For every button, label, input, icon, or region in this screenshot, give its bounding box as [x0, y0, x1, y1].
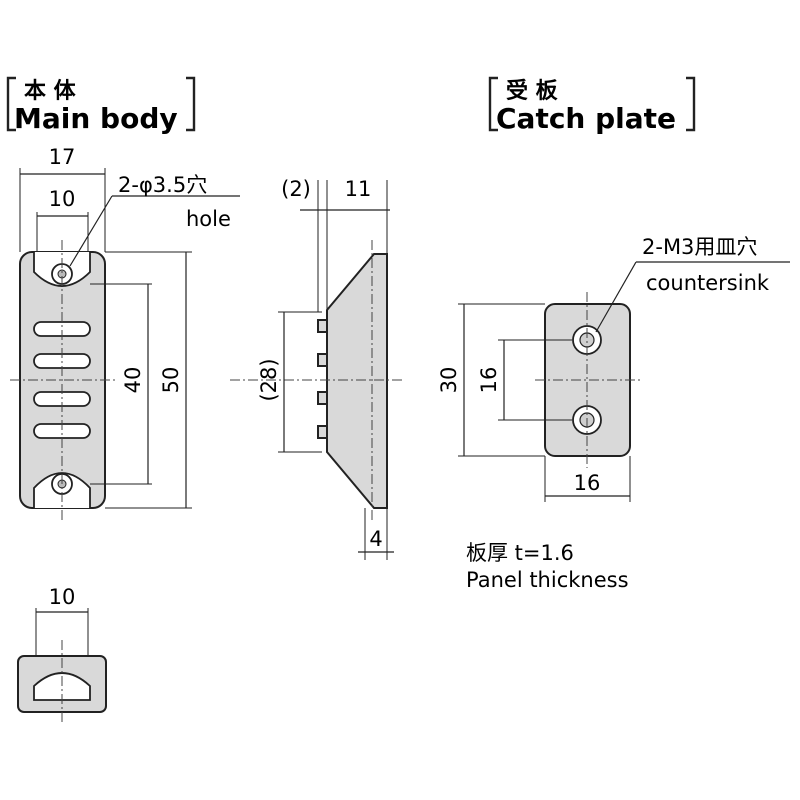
main-body-title-en: Main body [14, 102, 178, 135]
catch-plate-view: 2-M3用皿穴 countersink 30 16 16 板厚 t=1.6 Pa… [437, 235, 790, 592]
dim-bottom-width-label: 10 [49, 585, 76, 609]
pin-1 [317, 319, 328, 333]
countersink-note-line2: countersink [646, 271, 770, 295]
main-body-front-view: 17 10 2-φ3.5穴 hole 40 [10, 145, 240, 520]
catch-plate-title-en: Catch plate [496, 102, 676, 135]
catch-plate-title-group: 受 板 Catch plate [488, 76, 696, 135]
dim-plate-width-label: 16 [574, 471, 601, 495]
title-bracket-left [6, 76, 16, 132]
side-profile [326, 253, 388, 509]
title-bracket-left [488, 76, 498, 132]
hole-leader [69, 195, 113, 267]
main-body-title-group: 本 体 Main body [6, 76, 196, 135]
dim-width-label: 17 [49, 145, 76, 169]
main-body-title-jp: 本 体 [24, 79, 77, 104]
catch-plate-title-jp: 受 板 [506, 78, 559, 104]
dim-plate-height-label: 30 [437, 367, 461, 394]
dim-inner-label: (28) [257, 358, 281, 401]
pin-3 [317, 391, 328, 405]
dim-height-label: 50 [159, 367, 183, 394]
dim-plate-pitch-label: 16 [477, 367, 501, 394]
pin-4 [317, 425, 328, 439]
dim-slot-span-label: 40 [121, 367, 145, 394]
hole-note-line1: 2-φ3.5穴 [118, 173, 207, 197]
bottom-view-cutout [33, 672, 91, 701]
countersink-note-line1: 2-M3用皿穴 [642, 235, 757, 259]
thickness-note-line1: 板厚 t=1.6 [466, 541, 574, 565]
dim-step-label: (2) [281, 177, 311, 201]
title-bracket-right [686, 76, 696, 132]
title-bracket-right [186, 76, 196, 132]
hole-note-line2: hole [186, 207, 231, 231]
dim-base-label: 4 [369, 527, 382, 551]
side-view: (2) 11 (28) 4 [230, 177, 405, 560]
thickness-note-line2: Panel thickness [466, 568, 629, 592]
main-body-bottom-view: 10 [17, 585, 107, 722]
dim-hole-pitch-label: 10 [49, 187, 76, 211]
dim-depth-label: 11 [345, 177, 372, 201]
pin-2 [317, 353, 328, 367]
